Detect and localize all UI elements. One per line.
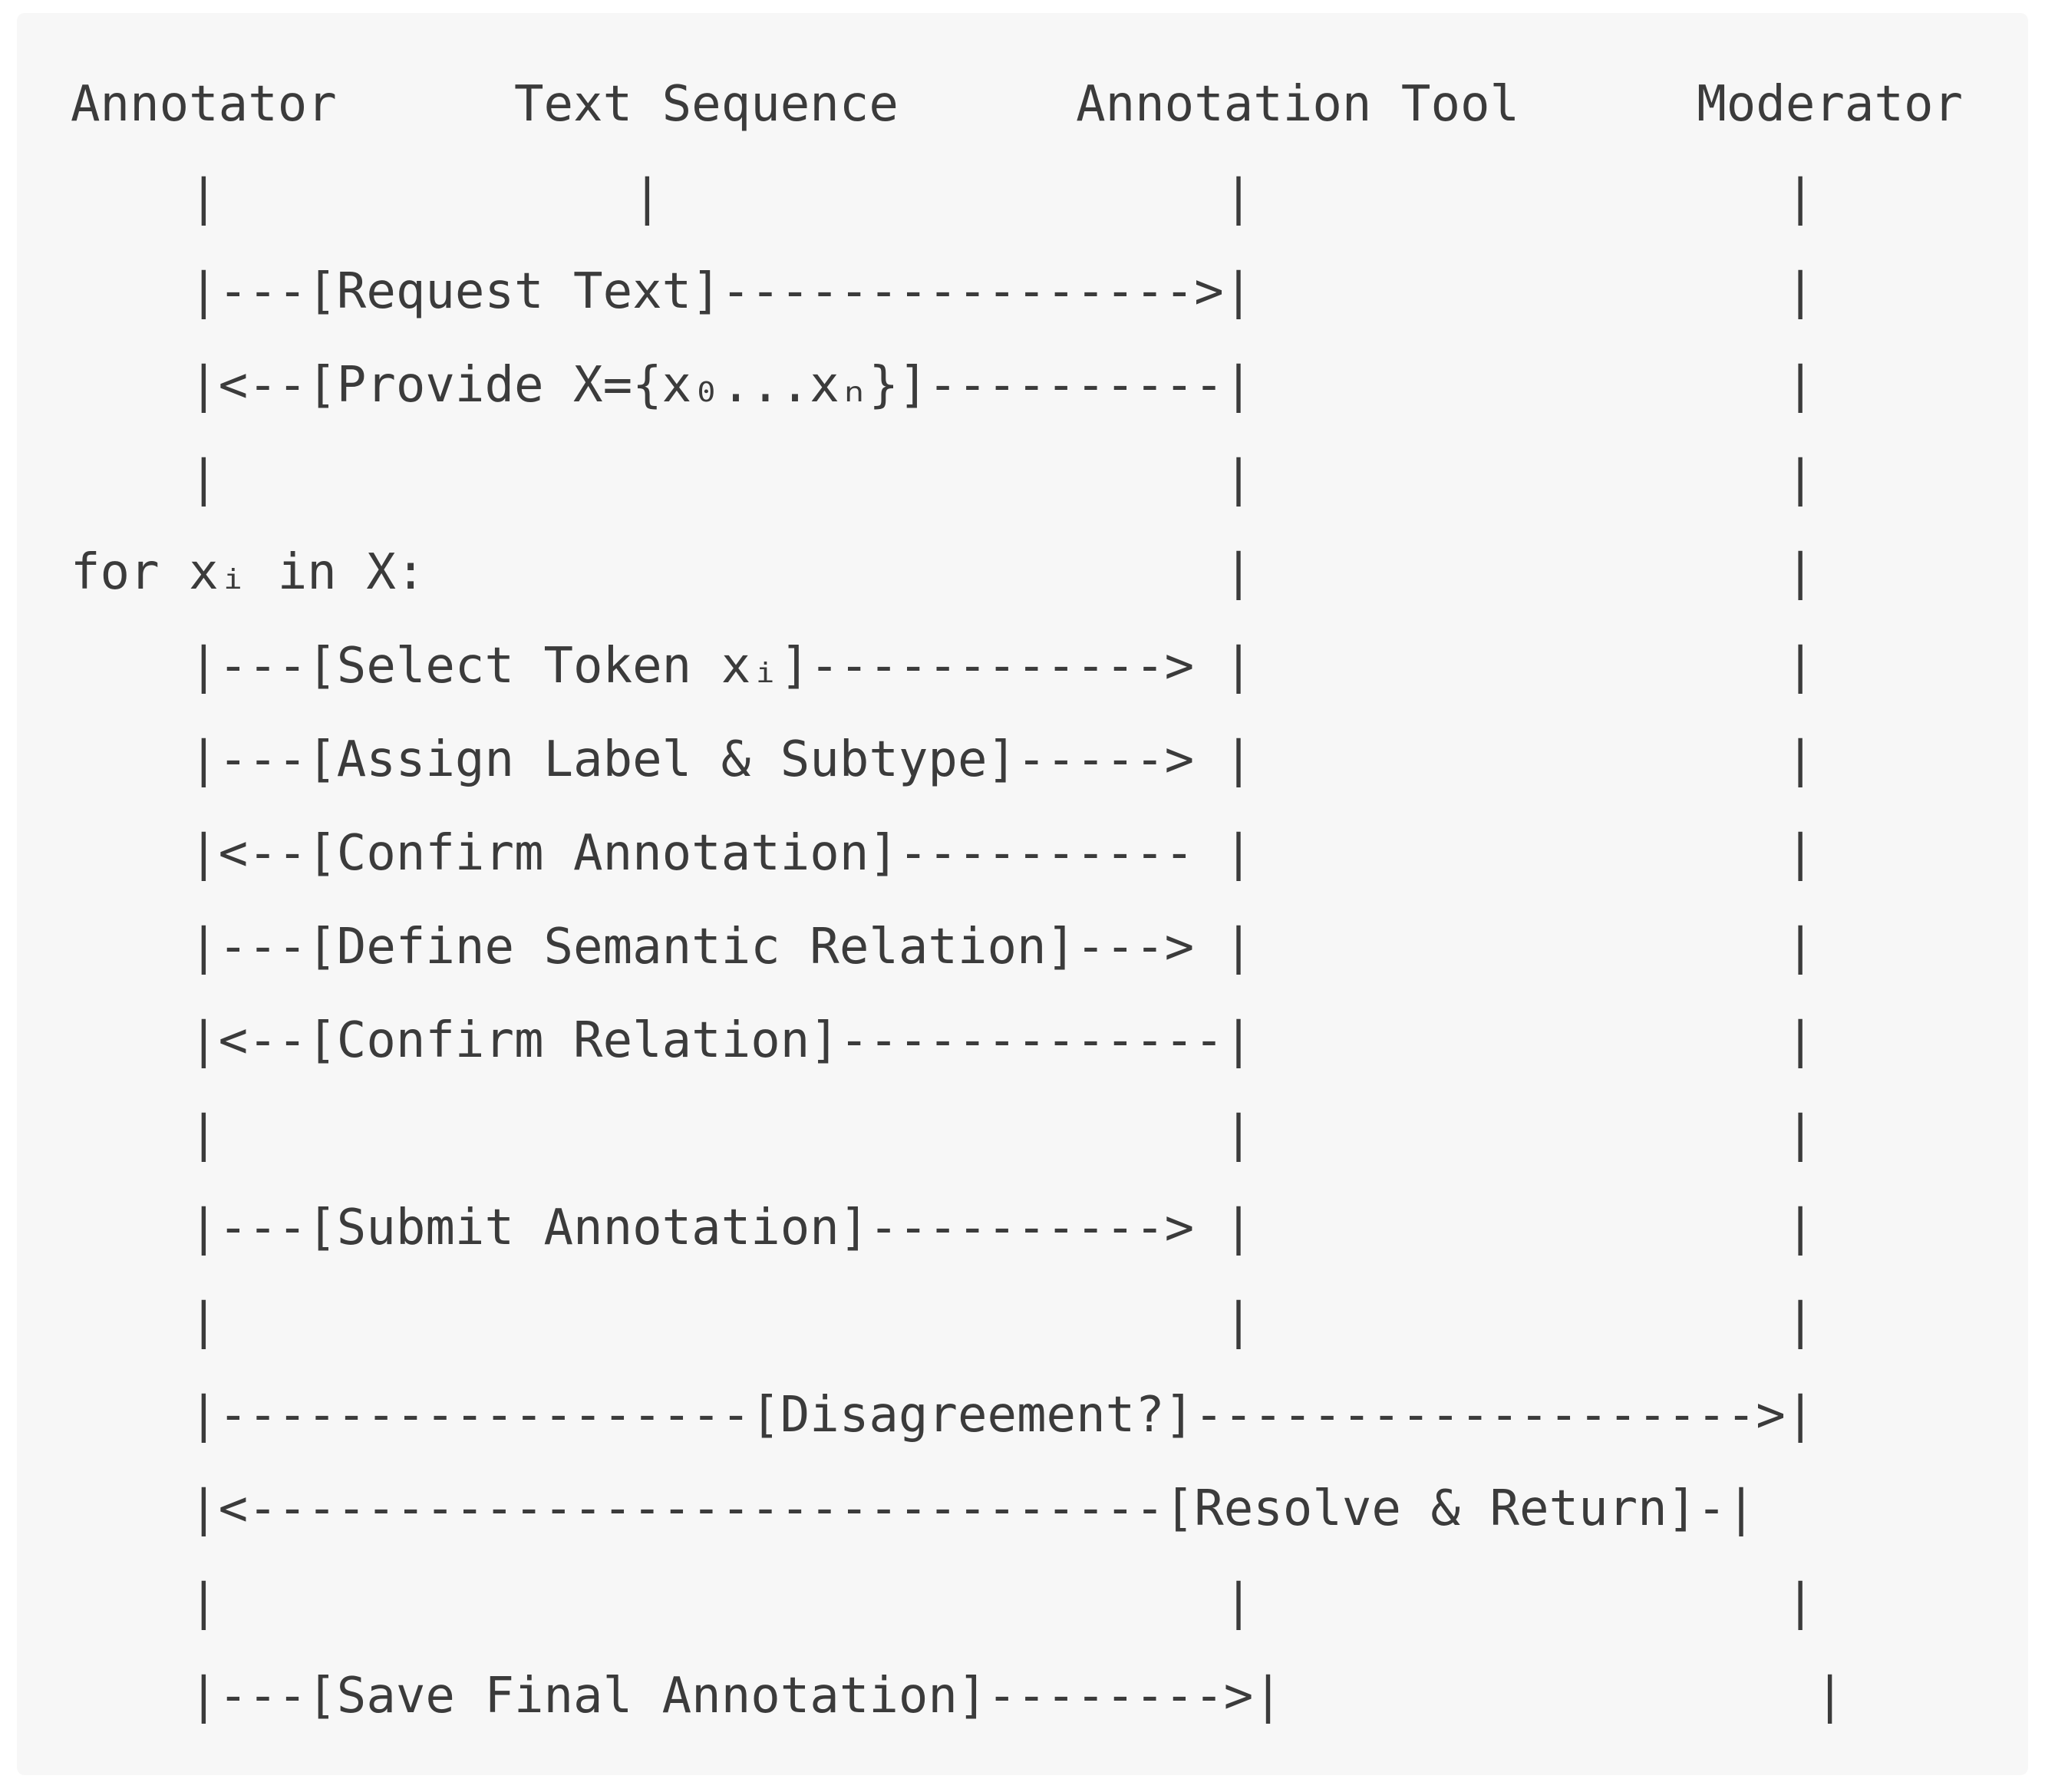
diagram-line: |---[Request Text]---------------->| | — [71, 263, 1816, 320]
diagram-line: |<--[Confirm Annotation]---------- | | — [71, 825, 1816, 882]
diagram-line: |<--[Confirm Relation]-------------| | — [71, 1012, 1816, 1069]
diagram-line: | | | — [71, 450, 1816, 507]
diagram-line: |------------------[Disagreement?]------… — [71, 1387, 1816, 1444]
code-block: Annotator Text Sequence Annotation Tool … — [17, 13, 2028, 1775]
diagram-loop-header: for xᵢ in X: | | — [71, 544, 1816, 601]
diagram-line: | | | — [71, 1293, 1816, 1350]
diagram-line: |---[Select Token xᵢ]------------> | | — [71, 638, 1816, 695]
diagram-line: |---[Define Semantic Relation]---> | | — [71, 919, 1816, 975]
diagram-line: |---[Assign Label & Subtype]-----> | | — [71, 731, 1816, 788]
diagram-line: |<--[Provide X={x₀...xₙ}]----------| | — [71, 357, 1816, 414]
diagram-line: |<-------------------------------[Resolv… — [71, 1480, 1756, 1537]
sequence-diagram: Annotator Text Sequence Annotation Tool … — [71, 58, 1963, 1743]
diagram-line: | | | | — [71, 170, 1816, 226]
diagram-line: | | | — [71, 1574, 1816, 1631]
diagram-line: |---[Save Final Annotation]-------->| | — [71, 1668, 1845, 1724]
diagram-line: |---[Submit Annotation]----------> | | — [71, 1200, 1816, 1256]
diagram-header-row: Annotator Text Sequence Annotation Tool … — [71, 76, 1963, 133]
diagram-line: | | | — [71, 1106, 1816, 1163]
